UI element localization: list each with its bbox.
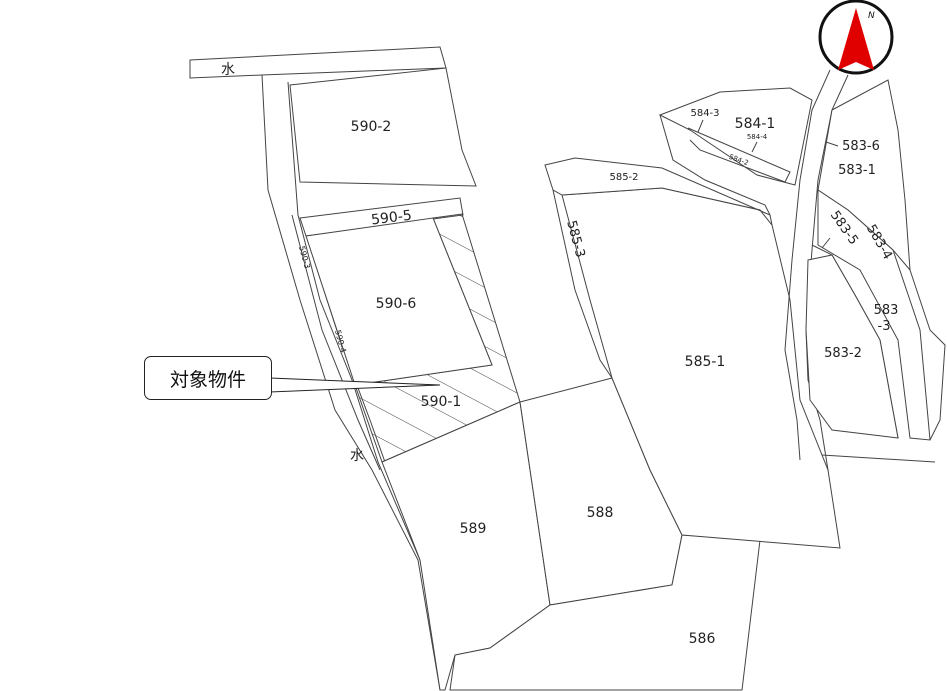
label-584-1: 584-1 [735, 116, 776, 132]
pointer-584-3 [697, 119, 704, 133]
parcel-590-2[interactable] [289, 67, 477, 187]
label-589: 589 [460, 521, 487, 537]
label-583-1: 583-1 [838, 163, 876, 178]
parcel-583-3-edge [909, 269, 946, 441]
parcel-583-2[interactable] [805, 254, 899, 439]
label-590-1: 590-1 [421, 394, 462, 410]
road-585-3-edge [552, 189, 613, 379]
road-east-left [784, 69, 831, 461]
parcel-583-4[interactable] [817, 189, 931, 441]
boundary-east [821, 454, 936, 463]
label-583-6: 583-6 [842, 139, 880, 154]
subject-property-callout: 対象物件 [144, 356, 272, 400]
subject-property-label: 対象物件 [169, 368, 246, 391]
water-strip-top [189, 46, 447, 79]
label-590-5: 590-5 [370, 208, 412, 229]
water-label-left: 水 [350, 448, 364, 464]
label-588: 588 [587, 505, 614, 521]
parcel-584-2-edge [687, 127, 791, 183]
label-585-1: 585-1 [685, 354, 726, 370]
strip-590-3-edge [291, 214, 381, 471]
label-590-6: 590-6 [376, 296, 417, 312]
pointer-583-5 [821, 237, 831, 249]
parcel-584-1[interactable] [658, 87, 813, 186]
label-583-2: 583-2 [824, 346, 862, 361]
road-left-edge [261, 74, 441, 691]
road-584-edge [659, 114, 771, 216]
label-583-3b: -3 [878, 319, 891, 334]
label-583-3a: 583 [874, 303, 899, 318]
label-584-4: 584-4 [747, 133, 768, 141]
label-585-2: 585-2 [609, 172, 638, 183]
parcel-590-6[interactable] [305, 217, 493, 386]
label-586: 586 [689, 631, 716, 647]
pointer-583-6 [825, 141, 839, 147]
north-compass-icon: N [818, 0, 894, 75]
water-label-top: 水 [221, 62, 235, 78]
parcel-585-2 [544, 157, 773, 226]
svg-text:N: N [868, 11, 875, 21]
pointer-584-4 [751, 141, 758, 153]
parcel-586[interactable] [449, 534, 761, 691]
label-590-2: 590-2 [351, 119, 392, 135]
label-590-3: 590-3 [297, 245, 312, 270]
label-584-3: 584-3 [690, 108, 719, 119]
parcel-590-5[interactable] [299, 197, 464, 237]
